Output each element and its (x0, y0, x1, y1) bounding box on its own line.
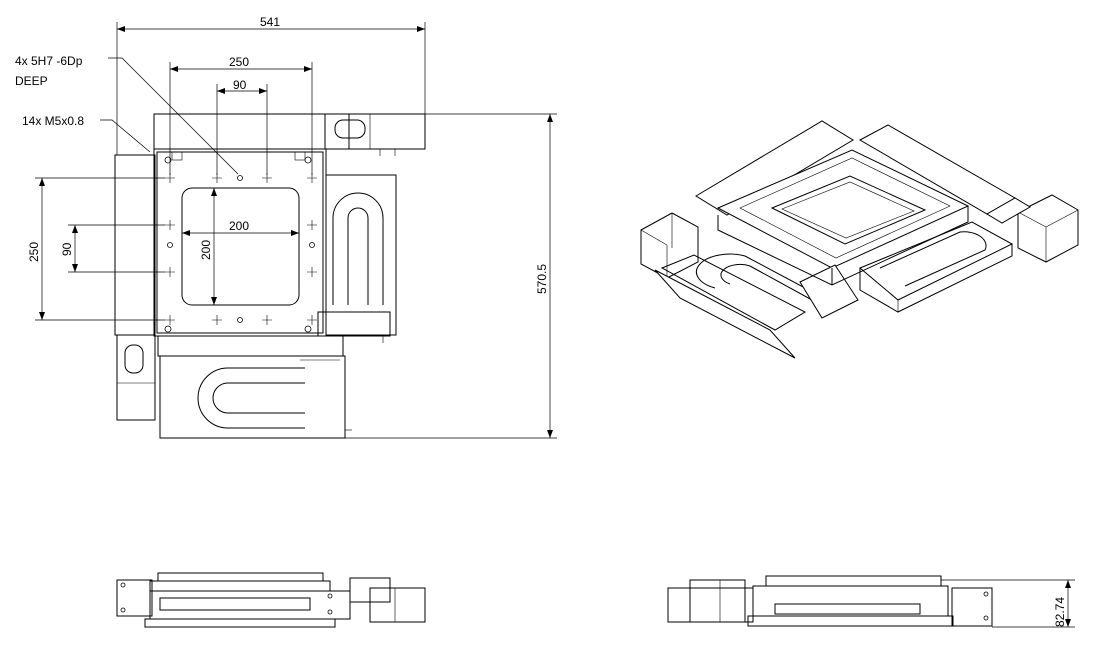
y-cable-carrier (159, 355, 346, 439)
dim-overall-width: 541 (260, 15, 280, 29)
note-pin-holes: 4x 5H7 -6Dp (15, 54, 83, 68)
dim-aperture-width: 200 (229, 219, 249, 233)
dim-hole-spacing-y: 250 (27, 242, 41, 262)
top-view (114, 113, 426, 439)
x-motor (324, 113, 426, 150)
y-motor (116, 334, 156, 421)
front-view (116, 572, 426, 628)
mounting-holes (165, 173, 317, 325)
isometric-view (640, 120, 1079, 359)
dim-inner-spacing-y: 90 (60, 242, 74, 256)
dim-overall-height: 570.5 (535, 264, 549, 294)
dim-inner-spacing-x: 90 (233, 78, 247, 92)
note-pin-holes-depth: DEEP (15, 74, 48, 88)
note-tapped-holes: 14x M5x0.8 (22, 114, 84, 128)
dim-side-height: 82.74 (1053, 597, 1067, 627)
stage-table (153, 148, 327, 337)
side-view (667, 575, 993, 627)
x-cable-carrier (325, 174, 397, 336)
dim-hole-spacing-x: 250 (229, 55, 249, 69)
center-aperture (181, 187, 300, 306)
dim-aperture-height: 200 (199, 240, 213, 260)
